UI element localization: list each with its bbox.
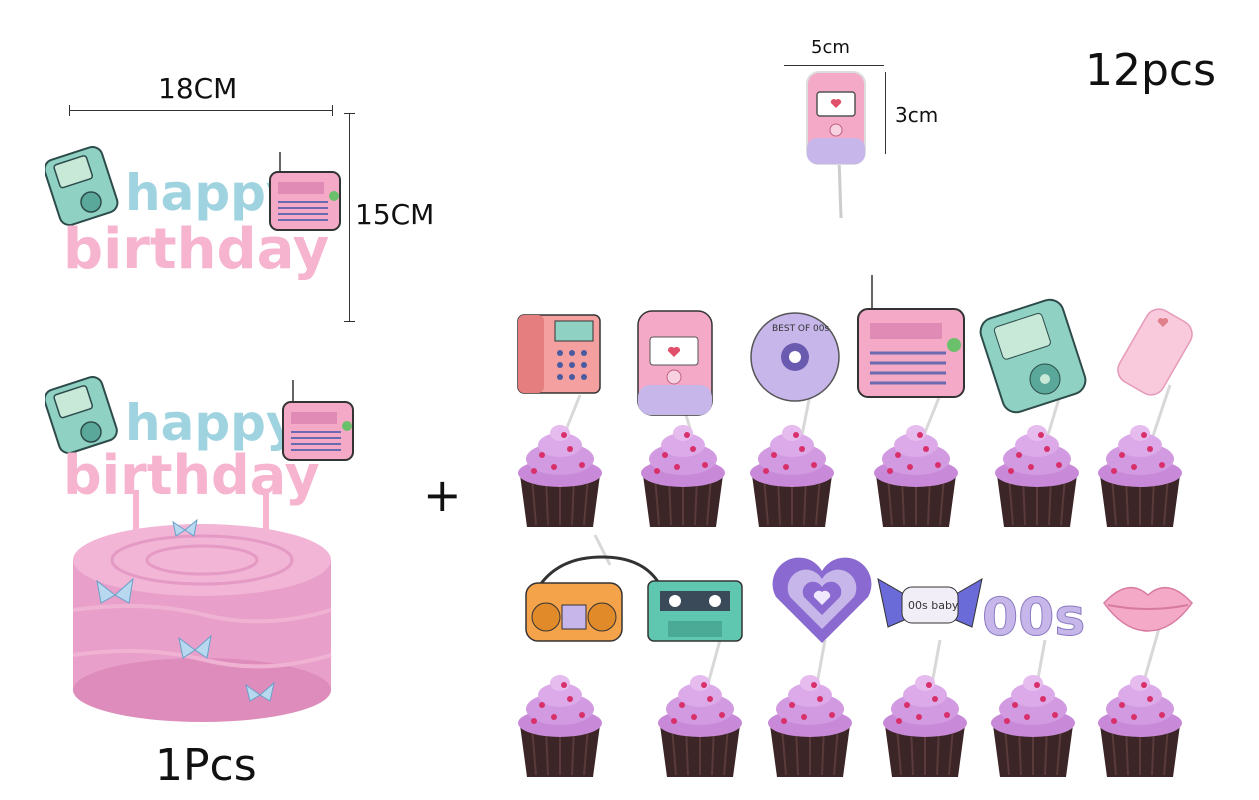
happy-birthday-topper-reference: happy birthday (45, 145, 341, 282)
width-label-large: 18CM (158, 72, 238, 105)
butterfly-text: 00s baby (908, 599, 959, 612)
dimension-tick (344, 321, 355, 322)
height-label-large: 15CM (355, 198, 435, 231)
cake-topper-line2-text: birthday (63, 444, 320, 507)
dimension-tick (332, 105, 333, 116)
radio-icon (269, 152, 341, 231)
cupcake (1097, 424, 1183, 528)
plus-sign: + (423, 468, 462, 522)
width-dimension-line-small (784, 65, 884, 66)
dimension-tick (344, 113, 355, 114)
lips-topper (1103, 586, 1193, 632)
flip-phone-topper (637, 310, 713, 416)
pink-cake (72, 524, 332, 722)
mp3-player-icon (45, 375, 118, 455)
butterfly-decorations (96, 518, 275, 702)
cd-text: BEST OF 00s (772, 324, 830, 334)
height-dimension-line (349, 113, 350, 321)
cupcake (517, 424, 603, 528)
cd-topper: BEST OF 00s (750, 312, 840, 402)
radio-topper (857, 275, 965, 398)
height-dimension-line-small (885, 72, 886, 154)
cassette-topper (647, 580, 743, 642)
cupcake (640, 424, 726, 528)
butterfly-topper: 00s baby (877, 578, 983, 628)
zeros-text: 00s (982, 588, 1085, 648)
boombox-topper (525, 555, 662, 642)
cake-topper-sticks (133, 490, 269, 530)
mp3-player-topper (979, 298, 1087, 414)
flip-phone-topper-sample (806, 71, 866, 219)
pink-flip-phone-topper (1117, 308, 1193, 396)
heart-topper (772, 557, 872, 643)
cupcake (657, 674, 743, 778)
cupcake (517, 674, 603, 778)
cupcake (1097, 674, 1183, 778)
cupcake-toppers-grid: BEST OF 00s (517, 275, 1193, 778)
cake-with-topper-image: happy birthday (45, 375, 354, 722)
width-dimension-line (69, 110, 332, 111)
radio-icon (282, 380, 354, 461)
cupcake (994, 424, 1080, 528)
height-label-small: 3cm (895, 103, 939, 127)
cupcake (990, 674, 1076, 778)
width-label-small: 5cm (811, 37, 850, 58)
dimension-tick (69, 105, 70, 116)
count-label-small: 12pcs (1085, 45, 1217, 96)
telephone-topper (517, 314, 601, 394)
zeros-topper: 00s (982, 588, 1086, 649)
cupcake (749, 424, 835, 528)
cupcake (873, 424, 959, 528)
cupcake (882, 674, 968, 778)
mp3-player-icon (45, 145, 119, 227)
count-label-large: 1Pcs (155, 740, 257, 791)
cupcake (767, 674, 853, 778)
cake-topper-line1-text: happy (125, 394, 299, 452)
